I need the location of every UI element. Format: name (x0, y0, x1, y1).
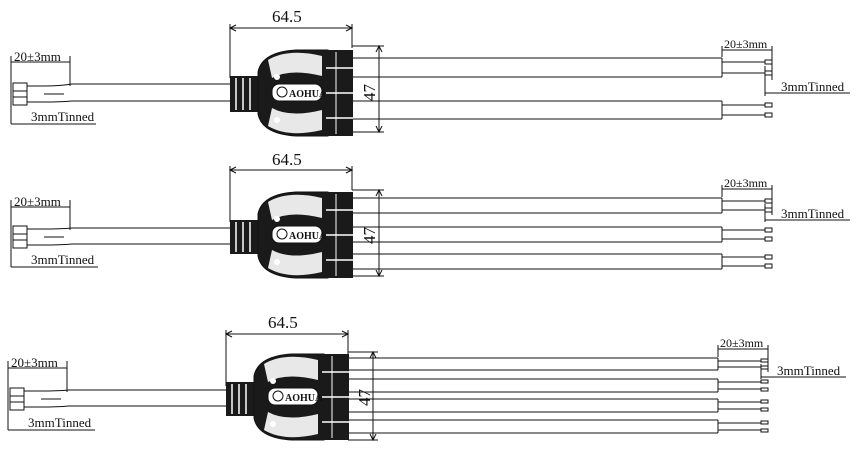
output-cable-2a (353, 197, 773, 214)
width-dimension-label-1: 64.5 (272, 7, 302, 26)
housing-2 (257, 191, 353, 279)
input-tinned-label-3: 3mmTinned (28, 415, 92, 430)
strain-relief-2 (230, 220, 260, 254)
brand-logo-3: AOHUA (285, 393, 323, 404)
output-strip-dimension-2 (721, 185, 850, 222)
input-strip-dimension-3 (7, 361, 95, 431)
height-dimension-label-3: 47 (355, 389, 374, 407)
output-strip-label-1: 20±3mm (724, 37, 768, 51)
output-strip-label-3: 20±3mm (720, 336, 764, 350)
output-strip-dimension-3 (717, 345, 846, 379)
height-dimension-3 (348, 350, 378, 442)
input-cable-1 (12, 82, 230, 106)
output-cable-3a (349, 357, 769, 371)
width-dimension-label-3: 64.5 (268, 313, 298, 332)
output-cable-3c (349, 398, 769, 413)
width-dimension-label-2: 64.5 (272, 150, 302, 169)
output-cable-3b (349, 378, 769, 393)
input-cable-3 (9, 387, 226, 411)
input-tinned-label-1: 3mmTinned (31, 109, 95, 124)
width-dimension-1 (228, 24, 354, 78)
housing-3 (253, 353, 349, 441)
height-dimension-1 (352, 44, 384, 134)
output-strip-dimension-1 (721, 46, 850, 96)
output-cable-3d (349, 419, 769, 434)
input-strip-dimension-1 (10, 56, 96, 125)
output-cable-2c (353, 253, 773, 270)
height-dimension-label-2: 47 (360, 227, 379, 245)
output-tinned-label-2: 3mmTinned (781, 206, 845, 221)
width-dimension-3 (224, 330, 350, 386)
strain-relief-3 (226, 382, 256, 416)
input-strip-label-2: 20±3mm (14, 194, 61, 209)
height-dimension-label-1: 47 (360, 84, 379, 102)
brand-logo-1: AOHUA (289, 89, 327, 100)
output-tinned-label-3: 3mmTinned (777, 363, 841, 378)
splitter-drawing-2: 64.5 20±3mm 3mmTinned (10, 150, 850, 279)
height-dimension-2 (352, 188, 384, 278)
output-cable-1a (353, 57, 773, 78)
width-dimension-2 (228, 166, 354, 222)
output-tinned-label-1: 3mmTinned (781, 79, 845, 94)
strain-relief-1 (230, 76, 260, 112)
brand-logo-2: AOHUA (289, 231, 327, 242)
output-cable-1b (353, 100, 773, 120)
output-strip-label-2: 20±3mm (724, 176, 768, 190)
input-tinned-label-2: 3mmTinned (31, 252, 95, 267)
input-strip-label-1: 20±3mm (14, 49, 61, 64)
input-cable-2 (12, 225, 230, 249)
splitter-drawing-3: 64.5 20±3mm 3mmTinned (7, 313, 846, 442)
output-cable-2b (353, 226, 773, 243)
housing-1 (257, 49, 353, 137)
input-strip-label-3: 20±3mm (11, 355, 58, 370)
input-strip-dimension-2 (10, 200, 98, 268)
splitter-drawing-1: 64.5 20±3mm 3mmTinned (10, 7, 850, 137)
